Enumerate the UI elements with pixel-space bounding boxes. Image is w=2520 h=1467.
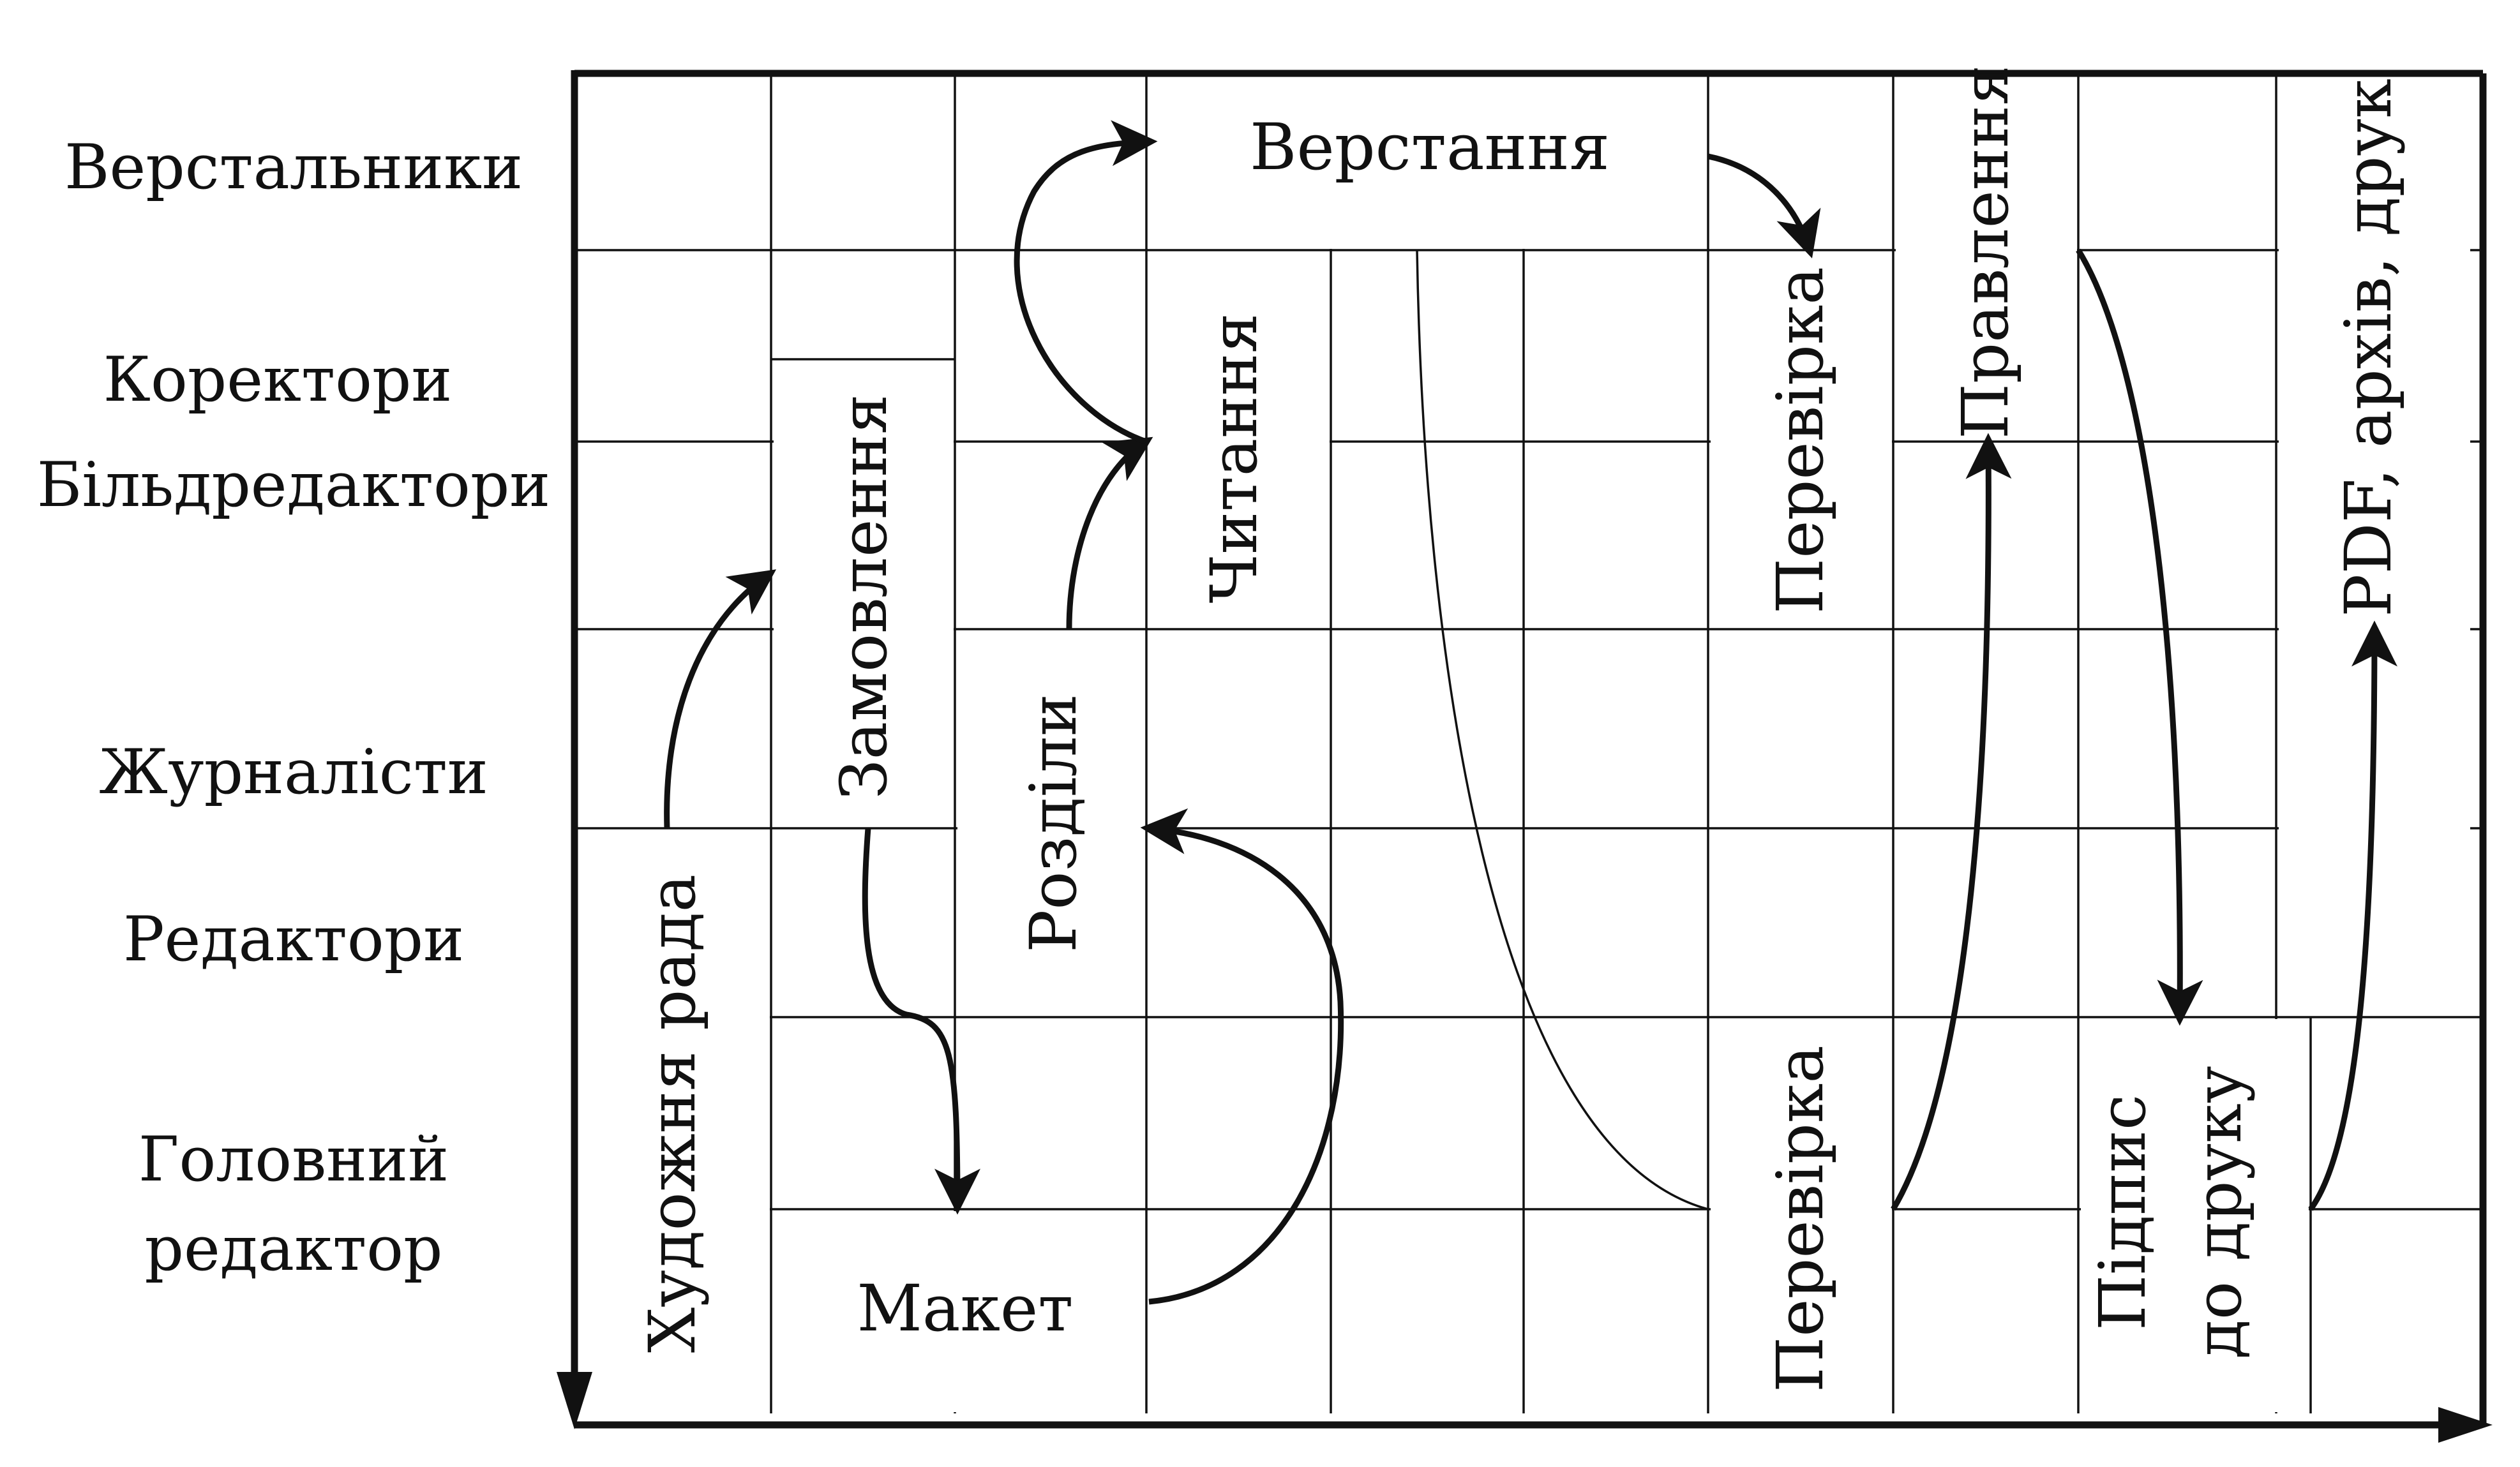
time-axis-arrowhead [557, 1372, 592, 1429]
flow-arrows [664, 120, 2397, 1305]
task-check-top: Перевірка [1763, 267, 1838, 614]
task-reading: Читання [1197, 313, 1271, 603]
task-art-council: Художня рада [635, 874, 710, 1353]
arrow-signature-to-pdf [2308, 620, 2397, 1211]
role-proofreaders: Коректори [103, 344, 453, 415]
arrow-art-council-to-order [664, 569, 777, 829]
task-corrections: Правлення [1948, 65, 2023, 439]
axes [557, 70, 2493, 1443]
task-sign-line1: Підпис [2085, 1094, 2160, 1330]
arrow-layout-to-sections [1140, 808, 1344, 1305]
role-editors: Редактори [123, 904, 464, 975]
role-typesetters: Верстальники [64, 131, 523, 203]
x-axis-arrowhead [2438, 1407, 2493, 1443]
arrow-order-to-layout [862, 828, 980, 1215]
task-sections: Розділи [1016, 694, 1091, 953]
task-labels: Верстання Замовлення Читання Перевірка П… [635, 65, 2406, 1392]
role-chief-editor-line2: редактор [145, 1213, 443, 1285]
arrow-reading-to-typesetting [1014, 120, 1158, 445]
task-typesetting: Верстання [1250, 110, 1610, 184]
frame [574, 70, 2487, 1423]
task-order: Замовлення [827, 394, 901, 799]
arrow-corrections-to-signature [2076, 248, 2203, 1026]
task-check-bottom: Перевірка [1763, 1045, 1838, 1392]
arrow-check-to-corrections [1891, 433, 2012, 1211]
task-sign-line2: до друку [2181, 1066, 2256, 1359]
arrow-sections-to-reading [1066, 436, 1153, 629]
task-pdf-archive-print: PDF, архів, друк [2331, 78, 2406, 617]
arrow-typesetting-to-check [1707, 153, 1821, 258]
task-layout: Макет [857, 1271, 1073, 1346]
grid-lines [574, 73, 2483, 1413]
role-photo-editors: Більдредактори [37, 449, 551, 521]
role-chief-editor-line1: Головний [139, 1124, 449, 1195]
role-labels: Верстальники Коректори Більдредактори Жу… [37, 131, 551, 1285]
role-journalists: Журналісти [99, 736, 488, 808]
link-typesetting-to-check-bottom [1416, 249, 1709, 1210]
task-boxes [577, 75, 2470, 1412]
